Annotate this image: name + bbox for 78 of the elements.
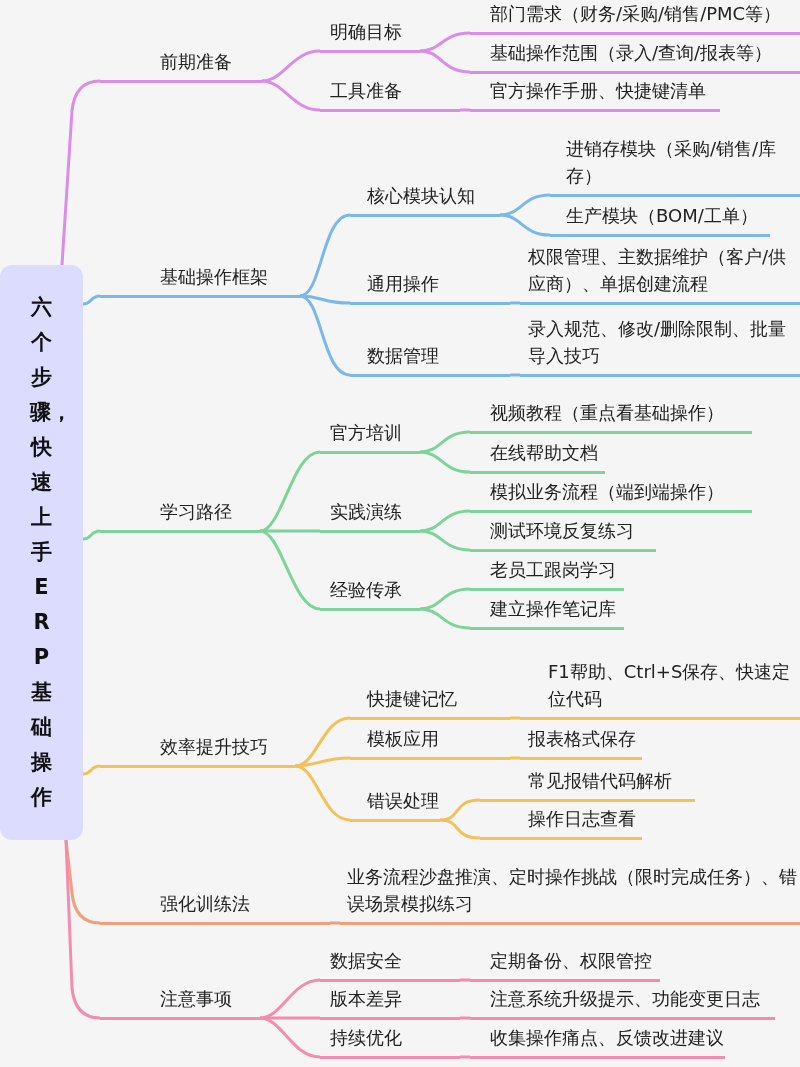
branch-connector xyxy=(419,509,471,533)
branch-topic: 前期准备 xyxy=(100,47,262,83)
branch-connector xyxy=(510,716,520,720)
branch-topic: 部门需求（财务/采购/销售/PMC等） xyxy=(470,0,800,35)
branch-connector xyxy=(419,450,471,474)
branch-topic: 模拟业务流程（端到端操作） xyxy=(470,477,752,513)
branch-connector xyxy=(499,213,551,237)
branch-connector xyxy=(439,798,481,822)
branch-connector xyxy=(261,49,321,83)
branch-connector xyxy=(294,756,351,768)
branch-topic: 核心模块认知 xyxy=(350,181,500,217)
branch-topic: 学习路径 xyxy=(100,497,260,533)
branch-connector xyxy=(259,450,321,533)
branch-connector xyxy=(299,294,351,377)
branch-connector xyxy=(82,529,101,541)
branch-topic: 官方培训 xyxy=(320,418,420,454)
branch-topic: 工具准备 xyxy=(320,76,460,112)
branch-topic: 强化训练法 xyxy=(100,889,330,925)
branch-topic: 报表格式保存 xyxy=(520,724,642,760)
branch-topic: 视频教程（重点看基础操作） xyxy=(470,398,752,434)
branch-connector xyxy=(60,79,101,266)
branch-topic: 错误处理 xyxy=(350,786,440,822)
branch-connector xyxy=(259,1016,321,1059)
branch-connector xyxy=(460,1055,470,1059)
branch-topic: 业务流程沙盘推演、定时操作挑战（限时完成任务）、错误场景模拟练习 xyxy=(340,862,800,925)
branch-topic: 实践演练 xyxy=(320,497,420,533)
branch-topic: F1帮助、Ctrl+S保存、快速定位代码 xyxy=(520,657,800,720)
branch-connector xyxy=(510,373,520,377)
branch-connector xyxy=(259,529,321,611)
branch-connector xyxy=(419,430,471,454)
branch-topic: 模板应用 xyxy=(350,724,510,760)
branch-topic: 官方操作手册、快捷键清单 xyxy=(470,76,720,112)
branch-topic: 注意系统升级提示、功能变更日志 xyxy=(470,984,775,1020)
branch-connector xyxy=(510,756,520,760)
branch-topic: 数据管理 xyxy=(350,341,510,377)
branch-connector xyxy=(499,193,551,217)
branch-connector xyxy=(460,1016,470,1020)
branch-topic: 录入规范、修改/删除限制、批量导入技巧 xyxy=(520,314,800,377)
branch-topic: 通用操作 xyxy=(350,269,510,305)
branch-connector xyxy=(419,607,471,630)
branch-topic: 操作日志查看 xyxy=(480,804,642,840)
branch-topic: 定期备份、权限管控 xyxy=(470,946,660,982)
branch-connector xyxy=(460,108,470,112)
branch-topic: 版本差异 xyxy=(320,984,460,1020)
branch-connector xyxy=(299,213,351,298)
branch-topic: 基础操作范围（录入/查询/报表等） xyxy=(470,38,800,74)
branch-connector xyxy=(460,978,470,982)
branch-connector xyxy=(82,764,101,776)
branch-topic: 注意事项 xyxy=(100,984,260,1020)
branch-topic: 进销存模块（采购/销售/库存） xyxy=(550,134,800,197)
branch-topic: 收集操作痛点、反馈改进建议 xyxy=(470,1023,725,1059)
branch-topic: 持续优化 xyxy=(320,1023,460,1059)
branch-topic: 测试环境反复练习 xyxy=(470,516,656,552)
branch-connector xyxy=(259,978,321,1020)
branch-connector xyxy=(330,921,340,925)
branch-topic: 建立操作笔记库 xyxy=(470,594,624,630)
branch-topic: 效率提升技巧 xyxy=(100,732,295,768)
root-box: 六个步骤，快速上手ERP基础操作 xyxy=(0,265,83,840)
branch-connector xyxy=(419,31,471,53)
branch-connector xyxy=(261,79,321,112)
branch-topic: 常见报错代码解析 xyxy=(480,766,695,802)
branch-connector xyxy=(82,294,101,306)
branch-topic: 快捷键记忆 xyxy=(350,684,510,720)
branch-connector xyxy=(419,587,471,611)
branch-topic: 权限管理、主数据维护（客户/供应商）、单据创建流程 xyxy=(520,242,800,305)
branch-connector xyxy=(294,764,351,822)
branch-topic: 基础操作框架 xyxy=(100,262,300,298)
branch-topic: 在线帮助文档 xyxy=(470,438,605,474)
branch-connector xyxy=(64,839,101,1020)
branch-topic: 老员工跟岗学习 xyxy=(470,555,624,591)
branch-topic: 明确目标 xyxy=(320,17,420,53)
branch-topic: 生产模块（BOM/工单） xyxy=(550,201,770,237)
branch-connector xyxy=(510,301,520,305)
branch-topic: 数据安全 xyxy=(320,946,460,982)
branch-connector xyxy=(419,529,471,552)
branch-connector xyxy=(419,49,471,74)
branch-connector xyxy=(439,818,481,840)
branch-topic: 经验传承 xyxy=(320,575,420,611)
